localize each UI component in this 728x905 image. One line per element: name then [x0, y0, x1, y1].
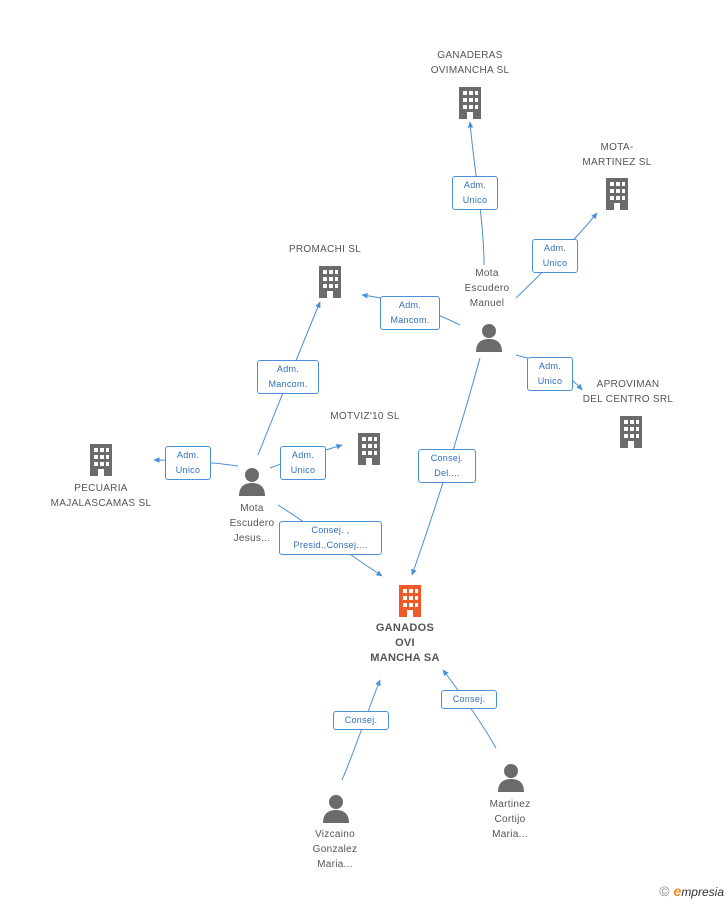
building-icon — [620, 416, 642, 448]
edge-label-adm-unico: Adm. Unico — [452, 176, 498, 210]
edge-label-adm-unico: Adm. Unico — [532, 239, 578, 273]
edge-label-adm-unico: Adm. Unico — [165, 446, 211, 480]
person-icon — [476, 324, 502, 352]
building-icon-main — [399, 585, 421, 617]
brand-initial: e — [673, 883, 682, 899]
building-icon — [90, 444, 112, 476]
copyright-symbol: © — [659, 883, 670, 899]
node-label-aproviman[interactable]: APROVIMAN DEL CENTRO SRL — [582, 379, 674, 405]
edge-label-consej-del: Consej. Del.... — [418, 449, 476, 483]
building-icon — [358, 433, 380, 465]
building-icon — [459, 87, 481, 119]
node-label-martinez[interactable]: Martinez Cortijo Maria... — [489, 799, 531, 840]
person-icon — [498, 764, 524, 792]
node-label-motviz[interactable]: MOTVIZ'10 SL — [330, 411, 400, 422]
edge-label-consej-presid: Consej. , Presid.,Consej.... — [279, 521, 382, 555]
edge-line-martinez-ganados — [442, 669, 497, 749]
edge-label-adm-unico: Adm. Unico — [527, 357, 573, 391]
node-label-mota-martinez[interactable]: MOTA- MARTINEZ SL — [582, 142, 652, 168]
edge-line-vizcaino-ganados — [341, 679, 381, 781]
edge-label-adm-mancom: Adm. Mancom. — [380, 296, 440, 330]
node-label-mota-jesus[interactable]: Mota Escudero Jesus... — [229, 503, 275, 544]
node-label-ganados[interactable]: GANADOS OVI MANCHA SA — [370, 622, 440, 664]
edge-label-consej: Consej. — [441, 690, 497, 709]
empresia-logo: ©empresia — [659, 883, 724, 899]
edge-label-consej: Consej. — [333, 711, 389, 730]
edge-label-adm-mancom: Adm. Mancom. — [257, 360, 319, 394]
building-icon — [319, 266, 341, 298]
edge-label-adm-unico: Adm. Unico — [280, 446, 326, 480]
building-icon — [606, 178, 628, 210]
node-label-promachi[interactable]: PROMACHI SL — [288, 244, 362, 255]
node-label-mota-manuel[interactable]: Mota Escudero Manuel — [464, 268, 510, 309]
brand-name: mpresia — [681, 885, 724, 899]
node-label-pecuaria[interactable]: PECUARIA MAJALASCAMAS SL — [50, 483, 152, 509]
node-label-vizcaino[interactable]: Vizcaino Gonzalez Maria... — [312, 829, 358, 870]
node-label-ganaderas[interactable]: GANADERAS OVIMANCHA SL — [430, 50, 510, 76]
person-icon — [323, 795, 349, 823]
person-icon — [239, 468, 265, 496]
